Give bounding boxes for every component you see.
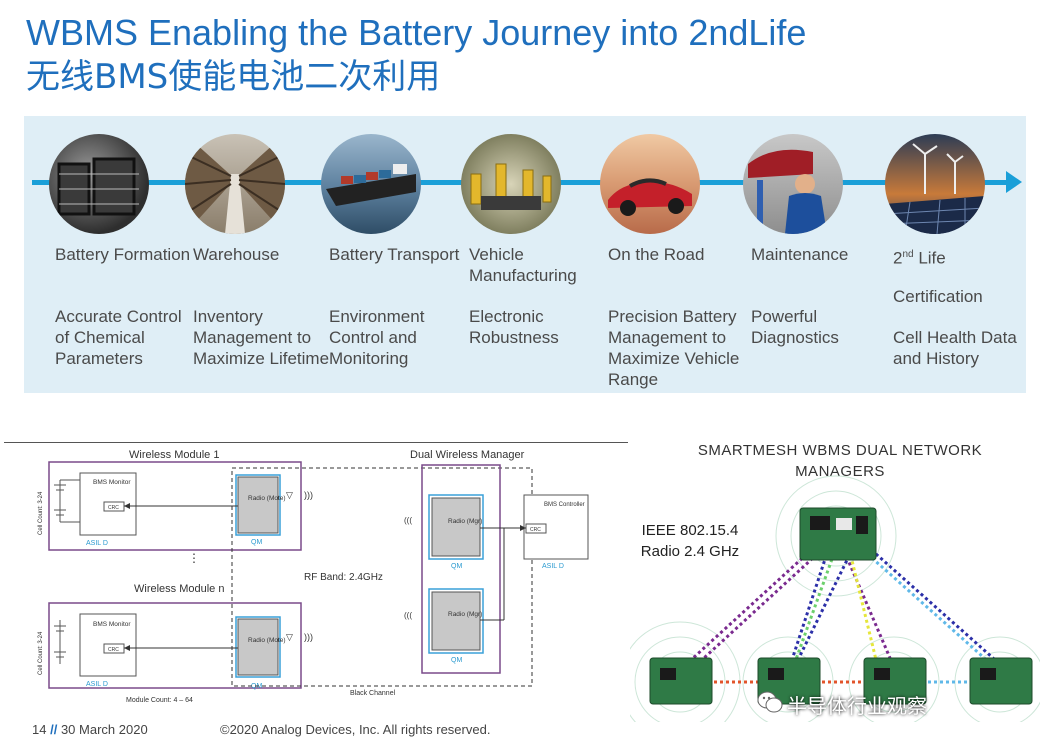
dual-manager-label: Dual Wireless Manager [410, 449, 525, 461]
radio-mgr-label-1: Radio (Mgr) [448, 518, 482, 525]
stage-name: 2nd Life [893, 244, 1033, 269]
stage-desc: Electronic Robustness [469, 307, 559, 347]
qm-label: QM [251, 539, 262, 546]
cell-count-label: Cell Count: 3-24 [38, 491, 44, 535]
asil-d-controller-label: ASIL D [542, 563, 564, 570]
stage-desc-2: Cell Health Data and History [893, 328, 1017, 368]
manufacturing-robots-photo [461, 134, 561, 234]
footer-copyright: ©2020 Analog Devices, Inc. All rights re… [220, 722, 491, 737]
page-number: 14 [32, 722, 47, 737]
rf-band-label: RF Band: 2.4GHz [304, 572, 383, 583]
stage-desc: Environment Control and Monitoring [329, 307, 425, 368]
smartmesh-network-illustration: SMARTMESH WBMS DUAL NETWORK MANAGERS IEE… [630, 432, 1040, 722]
page-title: WBMS Enabling the Battery Journey into 2… [26, 12, 807, 97]
module-count-label: Module Count: 4 – 64 [126, 697, 193, 704]
title-line-english: WBMS Enabling the Battery Journey into 2… [26, 12, 807, 53]
asil-d-label: ASIL D [86, 540, 108, 547]
ieee-radio-label: IEEE 802.15.4 Radio 2.4 GHz [640, 522, 740, 560]
stage-name: On the Road [608, 245, 705, 264]
stage-name-base: 2 [893, 248, 903, 268]
antenna-icon-n: ▽ [286, 632, 293, 642]
wechat-logo-icon [757, 690, 783, 714]
bms-controller-label: BMS Controller [544, 502, 585, 508]
title-line-chinese: 无线BMS使能电池二次利用 [26, 57, 441, 97]
stage-name-rest: Life [913, 248, 946, 268]
stage-name: Battery Transport [329, 245, 460, 264]
road-car-photo [600, 134, 700, 234]
stage-name: Warehouse [193, 245, 280, 264]
qm-mgr-label-1: QM [451, 563, 462, 570]
antenna-icon: ▽ [286, 490, 293, 500]
qm-mgr-label-2: QM [451, 657, 462, 664]
warehouse-photo [185, 134, 285, 234]
vdots-icon: ⋮ [188, 551, 200, 565]
smartmesh-title: SMARTMESH WBMS DUAL NETWORK MANAGERS [697, 442, 983, 480]
black-channel-label: Black Channel [350, 690, 396, 697]
maintenance-mechanic-photo [743, 134, 843, 234]
stage-name: Maintenance [751, 245, 849, 264]
wireless-bms-block-diagram: Wireless Module 1 BMS Monitor CRC ASIL D… [4, 440, 628, 710]
stage-desc: Powerful Diagnostics [751, 307, 839, 347]
waves-icon: ))) [304, 490, 313, 500]
stage-name: Battery Formation [55, 245, 191, 264]
battery-journey-panel: Battery Formation Accurate Control of Ch… [24, 116, 1026, 393]
footer-slash: // [50, 722, 58, 737]
crc-label-n: CRC [108, 647, 119, 653]
stage-desc: Inventory Management to Maximize Lifetim… [193, 307, 330, 368]
second-life-energy-photo [885, 134, 985, 234]
footer-page-date: 14 // 30 March 2020 [32, 722, 148, 737]
waves-mgr-icon-1: ((( [404, 516, 412, 525]
bms-monitor-label: BMS Monitor [93, 479, 131, 486]
stage-desc: Accurate Control of Chemical Parameters [55, 307, 182, 368]
footer-date: 30 March 2020 [60, 722, 148, 737]
stage-desc: Certification [893, 287, 983, 306]
bms-monitor-label-n: BMS Monitor [93, 621, 131, 628]
waves-mgr-icon-2: ((( [404, 611, 412, 620]
waves-icon-n: ))) [304, 632, 313, 642]
divider-line [4, 442, 628, 443]
crc-label: CRC [108, 505, 119, 511]
crc-controller-label: CRC [530, 527, 541, 533]
stage-name-sup: nd [902, 249, 914, 260]
battery-formation-photo [49, 134, 149, 234]
wireless-module-n-label: Wireless Module n [134, 583, 224, 595]
mesh-network-graphic [630, 475, 1040, 722]
radio-mote-label-n: Radio (Mote) [248, 637, 286, 644]
transport-ship-photo [321, 134, 421, 234]
asil-d-label-n: ASIL D [86, 681, 108, 688]
watermark-text: 半导体行业观察 [787, 694, 927, 718]
wireless-module-1-label: Wireless Module 1 [129, 449, 219, 461]
cell-count-label-n: Cell Count: 3-24 [38, 631, 44, 675]
stage-desc: Precision Battery Management to Maximize… [608, 307, 740, 389]
stage-name: Vehicle Manufacturing [469, 245, 577, 285]
radio-mote-label: Radio (Mote) [248, 495, 286, 502]
radio-mgr-label-2: Radio (Mgr) [448, 611, 482, 618]
journey-arrow-head [1006, 171, 1022, 193]
